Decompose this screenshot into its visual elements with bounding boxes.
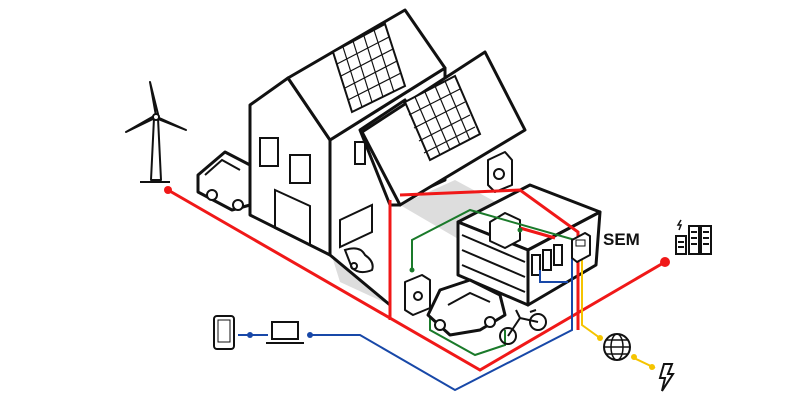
electric-car-icon	[426, 278, 507, 337]
smart-energy-meter-icon	[571, 232, 591, 263]
wallbox-icon	[404, 274, 431, 316]
bicycle-icon	[499, 309, 547, 345]
solar-panel-icon	[331, 22, 407, 114]
inverter-icons	[531, 244, 563, 276]
globe-icon	[603, 333, 631, 361]
battery-storage-icon	[675, 219, 712, 255]
heat-pump-icon	[489, 212, 521, 249]
tablet-icon	[213, 315, 235, 350]
lightning-icon	[658, 363, 675, 392]
laptop-icon	[266, 321, 304, 344]
washing-machine-icon	[487, 151, 513, 193]
wind-turbine-icon	[125, 81, 187, 183]
vacuum-icon	[343, 247, 374, 274]
solar-panel-icon	[403, 74, 482, 162]
camper-van-icon	[196, 150, 252, 212]
sem-label: SEM	[603, 230, 640, 249]
